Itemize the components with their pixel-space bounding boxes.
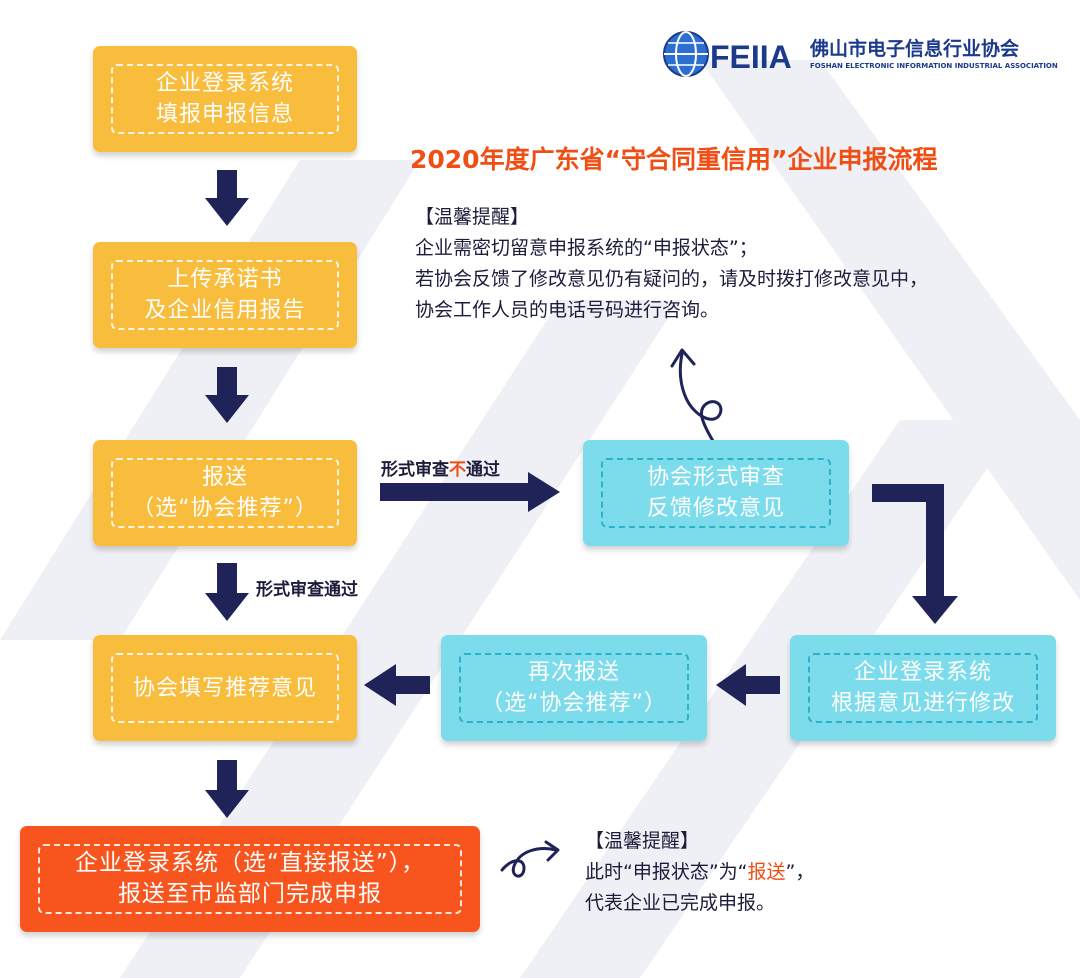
modify-line1: 企业登录系统 [853,660,992,685]
org-name-en: FOSHAN ELECTRONIC INFORMATION INDUSTRIAL… [810,62,1058,70]
association-logo: FEIIA 佛山市电子信息行业协会 FOSHAN ELECTRONIC INFO… [660,28,1058,80]
step-1-box: 企业登录系统 填报申报信息 [93,46,357,152]
edge-label-pass: 形式审查通过 [256,580,358,600]
resubmit-line1: 再次报送 [527,660,620,685]
review-line2: 反馈修改意见 [646,496,785,521]
arrow-left-resubmit [364,664,430,706]
arrow-down-3 [205,563,249,621]
arrow-elbow-down [872,484,958,624]
globe-logo-icon: FEIIA [663,31,792,77]
step-4-box: 协会填写推荐意见 [93,635,357,741]
org-name: 佛山市电子信息行业协会 [810,38,1020,60]
curly-arrow-right [500,840,560,878]
step-1-line1: 企业登录系统 [155,71,294,96]
step-2-line1: 上传承诺书 [167,267,283,292]
step-1-line2: 填报申报信息 [155,102,294,127]
step-2-box: 上传承诺书 及企业信用报告 [93,242,357,348]
tip-top: 【温馨提醒】 企业需密切留意申报系统的“申报状态”； 若协会反馈了修改意见仍有疑… [415,202,928,326]
tip-top-line: 企业需密切留意申报系统的“申报状态”； [415,237,758,259]
review-line1: 协会形式审查 [646,465,785,490]
step-2-line2: 及企业信用报告 [144,298,306,323]
final-step-box: 企业登录系统（选“直接报送”）， 报送至市监部门完成申报 [20,826,480,932]
final-step-line1: 企业登录系统（选“直接报送”）， [74,850,426,876]
tip-top-heading: 【温馨提醒】 [415,206,530,228]
tip-bottom-line1-suffix: ”， [785,861,815,883]
arrow-down-4 [205,760,249,818]
step-3-line2: （选“协会推荐”） [132,496,318,521]
edge-fail-prefix: 形式审查 [381,460,449,480]
modify-box: 企业登录系统 根据意见进行修改 [790,635,1056,741]
page-title: 2020年度广东省“守合同重信用”企业申报流程 [410,145,938,174]
arrow-left-modify [716,664,780,706]
resubmit-box: 再次报送 （选“协会推荐”） [441,635,707,741]
tip-bottom: 【温馨提醒】 此时“申报状态”为“报送”， 代表企业已完成申报。 [585,826,814,919]
tip-bottom-line1-highlight: 报送 [747,861,786,883]
edge-fail-highlight: 不 [449,460,466,480]
resubmit-line2: （选“协会推荐”） [481,691,667,716]
edge-fail-suffix: 通过 [466,460,500,480]
step-4-line1: 协会填写推荐意见 [132,675,317,701]
tip-top-line: 协会工作人员的电话号码进行咨询。 [415,299,720,321]
edge-label-fail: 形式审查不通过 [381,455,500,480]
tip-bottom-line1-prefix: 此时“申报状态”为“ [585,861,748,883]
arrow-down-1 [205,170,249,226]
review-box: 协会形式审查 反馈修改意见 [583,440,849,546]
arrow-right-fail [380,472,560,512]
tip-bottom-line1: 此时“申报状态”为“报送”， [585,857,814,888]
step-3-line1: 报送 [201,465,248,490]
step-3-box: 报送 （选“协会推荐”） [93,440,357,546]
curly-arrow-up [670,348,723,448]
tip-top-line: 若协会反馈了修改意见仍有疑问的，请及时拨打修改意见中， [415,268,929,290]
tip-bottom-line2: 代表企业已完成申报。 [585,892,776,914]
tip-bottom-heading: 【温馨提醒】 [585,830,700,852]
arrow-down-2 [205,367,249,423]
logo-mark-text: FEIIA [710,39,792,75]
final-step-line2: 报送至市监部门完成申报 [118,881,382,907]
modify-line2: 根据意见进行修改 [830,691,1015,716]
